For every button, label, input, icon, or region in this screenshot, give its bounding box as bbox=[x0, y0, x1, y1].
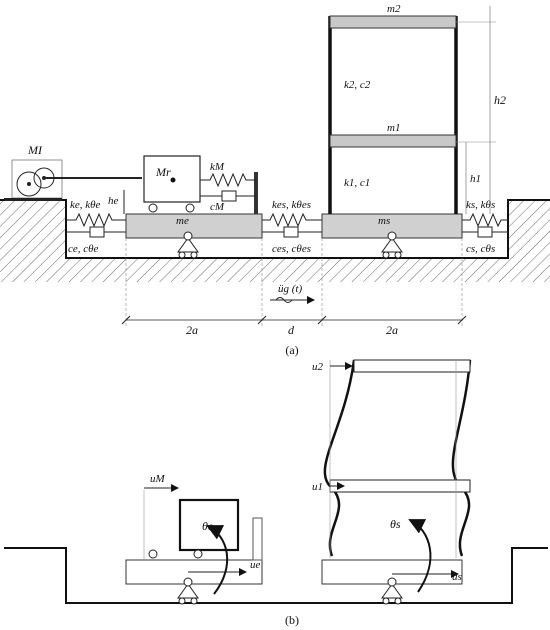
label-2a-right: 2a bbox=[386, 323, 398, 337]
label-theta-s: θs bbox=[390, 517, 401, 531]
label-m1: m1 bbox=[387, 122, 400, 134]
label-mi: MI bbox=[27, 143, 43, 157]
equipment-base-b bbox=[125, 484, 263, 605]
label-km: kM bbox=[210, 161, 225, 173]
label-m2: m2 bbox=[387, 3, 401, 15]
base-me bbox=[123, 155, 263, 259]
label-h1: h1 bbox=[470, 173, 481, 185]
deformed-frame bbox=[321, 359, 472, 605]
label-um: uM bbox=[150, 473, 166, 485]
label-u2: u2 bbox=[312, 361, 324, 373]
label-u1: u1 bbox=[312, 481, 323, 493]
spring-left bbox=[66, 212, 126, 238]
label-kes: kes, kθes bbox=[272, 199, 311, 211]
label-ce: ce, cθe bbox=[68, 243, 99, 255]
panel-b: u2 u1 uM θe θs ue us (b) bbox=[4, 359, 548, 627]
label-ms: ms bbox=[378, 215, 390, 227]
label-ue: ue bbox=[250, 559, 261, 571]
label-theta-e: θe bbox=[202, 519, 214, 533]
soil bbox=[0, 199, 550, 282]
label-k1c1: k1, c1 bbox=[344, 177, 370, 189]
label-ces: ces, cθes bbox=[272, 243, 311, 255]
label-cm: cM bbox=[210, 201, 225, 213]
frame-building bbox=[328, 6, 496, 214]
dimension-lines bbox=[121, 238, 467, 326]
label-ke: ke, kθe bbox=[70, 199, 101, 211]
spring-right bbox=[462, 212, 508, 238]
label-mr: Mr bbox=[155, 165, 171, 179]
label-h2: h2 bbox=[494, 93, 506, 107]
caption-b: (b) bbox=[285, 613, 299, 627]
label-me: me bbox=[176, 215, 189, 227]
panel-a: m2 m1 k2, c2 k1, c1 h2 h1 MI Mr kM cM he… bbox=[0, 3, 550, 357]
label-he: he bbox=[108, 195, 119, 207]
spring-mid bbox=[262, 212, 322, 238]
label-us: us bbox=[452, 571, 462, 583]
motor-mi bbox=[4, 159, 142, 201]
label-ground-accel: üg (t) bbox=[278, 283, 302, 295]
label-d: d bbox=[288, 323, 295, 337]
base-ms bbox=[321, 213, 463, 259]
label-ks: ks, kθs bbox=[466, 199, 495, 211]
label-2a-left: 2a bbox=[186, 323, 198, 337]
caption-a: (a) bbox=[285, 343, 298, 357]
label-k2c2: k2, c2 bbox=[344, 79, 371, 91]
label-cs: cs, cθs bbox=[466, 243, 495, 255]
